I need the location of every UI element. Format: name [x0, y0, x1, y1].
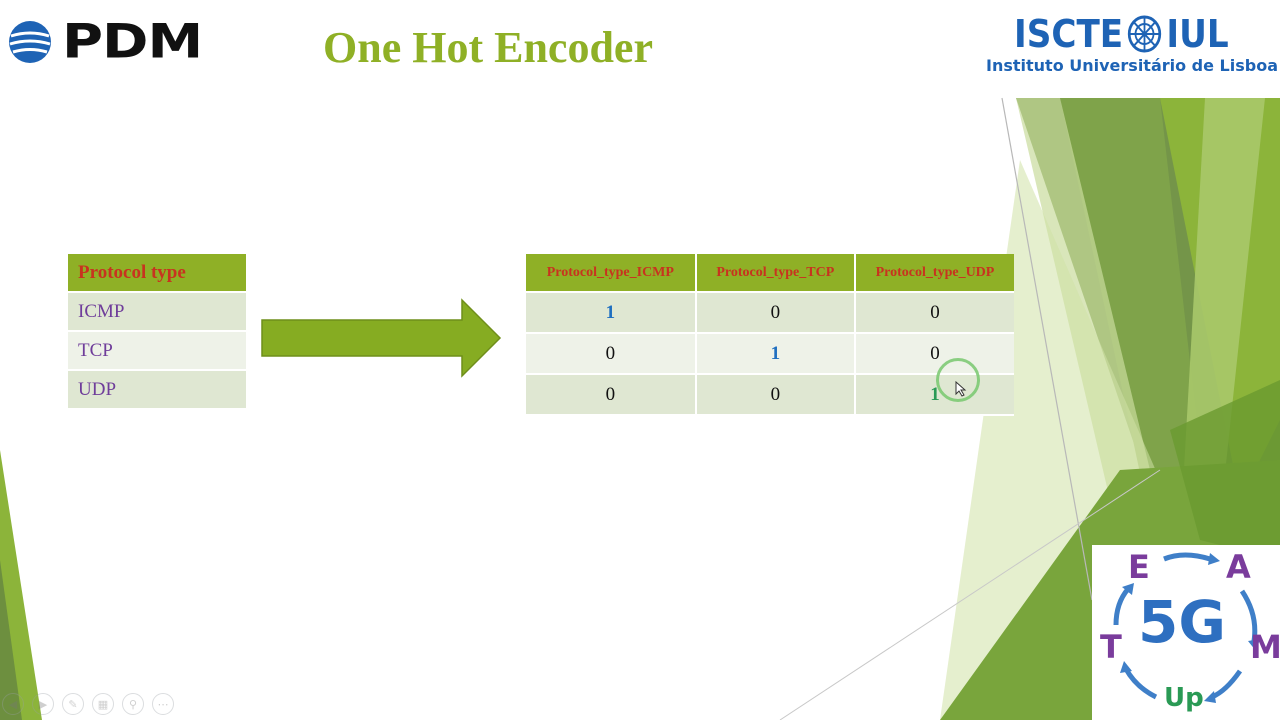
table-row: 0 0 1 — [526, 374, 1014, 416]
table-cell: 0 — [854, 292, 1014, 334]
protocol-type-cell: UDP — [68, 370, 246, 410]
protocol-type-header: Protocol type — [68, 254, 246, 293]
pen-icon[interactable]: ✎ — [62, 693, 84, 715]
table-row: UDP — [68, 370, 246, 410]
prev-icon[interactable]: ◀ — [2, 693, 24, 715]
column-header: Protocol_type_TCP — [695, 254, 856, 293]
table-cell: 0 — [526, 374, 697, 416]
table-cell: 0 — [695, 292, 856, 334]
protocol-type-cell: TCP — [68, 331, 246, 371]
right-arrow-icon — [261, 298, 502, 378]
team-letter-a: A — [1226, 548, 1251, 586]
slides-icon[interactable]: ▦ — [92, 693, 114, 715]
iscte-emblem-icon — [1128, 15, 1162, 53]
more-icon[interactable]: ⋯ — [152, 693, 174, 715]
zoom-icon[interactable]: ⚲ — [122, 693, 144, 715]
table-cell: 0 — [854, 333, 1014, 375]
team-5g-up-logo: E A T M 5G Up — [1092, 545, 1280, 720]
column-header: Protocol_type_UDP — [854, 254, 1014, 293]
team-letter-e: E — [1128, 548, 1150, 586]
pdm-logo: PDM — [8, 13, 203, 70]
table-cell: 0 — [695, 374, 856, 416]
next-icon[interactable]: ▶ — [32, 693, 54, 715]
pdm-logo-text: PDM — [62, 13, 203, 70]
protocol-type-table: Protocol type ICMP TCP UDP — [68, 254, 246, 410]
cursor-highlight — [936, 358, 980, 402]
iscte-logo-left: ISCTE — [1014, 12, 1124, 56]
cursor-icon — [955, 381, 967, 397]
team-letter-t: T — [1100, 628, 1122, 666]
iscte-subtitle: Instituto Universitário de Lisboa — [986, 56, 1278, 75]
table-row: 1 0 0 — [526, 292, 1014, 334]
slide-title: One Hot Encoder — [323, 23, 653, 72]
protocol-type-cell: ICMP — [68, 292, 246, 332]
team-letter-m: M — [1250, 628, 1280, 666]
column-header: Protocol_type_ICMP — [526, 254, 697, 293]
table-row: TCP — [68, 331, 246, 371]
team-up-text: Up — [1164, 683, 1204, 713]
globe-icon — [9, 21, 51, 63]
table-cell: 0 — [526, 333, 697, 375]
table-cell: 1 — [526, 292, 697, 334]
slideshow-toolbar: ◀ ▶ ✎ ▦ ⚲ ⋯ — [2, 693, 174, 715]
table-row: ICMP — [68, 292, 246, 332]
cycle-arrows-icon — [1113, 552, 1260, 703]
team-5g-text: 5G — [1138, 588, 1226, 656]
iscte-logo-right: IUL — [1166, 12, 1229, 56]
table-cell: 1 — [695, 333, 856, 375]
table-cell: 1 — [854, 374, 1014, 416]
iscte-logo: ISCTE IUL Instituto Universitário de Lis… — [984, 10, 1278, 80]
one-hot-table: Protocol_type_ICMP Protocol_type_TCP Pro… — [526, 254, 1014, 416]
table-row: 0 1 0 — [526, 333, 1014, 375]
